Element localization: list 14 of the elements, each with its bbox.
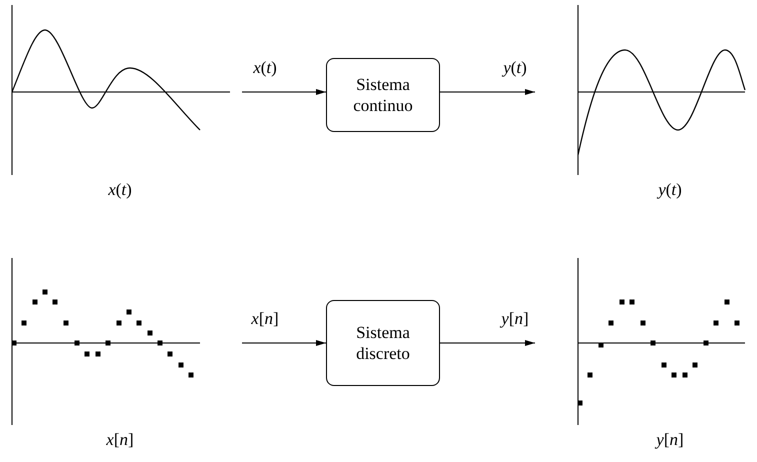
arrow (242, 89, 326, 95)
edge-label: y(t) (503, 58, 527, 78)
arrow (242, 340, 326, 346)
process-box: Sistema discreto (326, 300, 440, 386)
plot-caption: x(t) (108, 180, 132, 200)
plot-caption: x[n] (106, 430, 134, 450)
edge-label: y[n] (501, 309, 529, 329)
plot-caption: y[n] (656, 430, 684, 450)
edge-label: x(t) (253, 58, 277, 78)
arrow (440, 340, 536, 346)
process-box: Sistema continuo (326, 58, 440, 132)
plot-caption: y(t) (658, 180, 682, 200)
edge-label: x[n] (251, 309, 279, 329)
arrow (440, 89, 536, 95)
